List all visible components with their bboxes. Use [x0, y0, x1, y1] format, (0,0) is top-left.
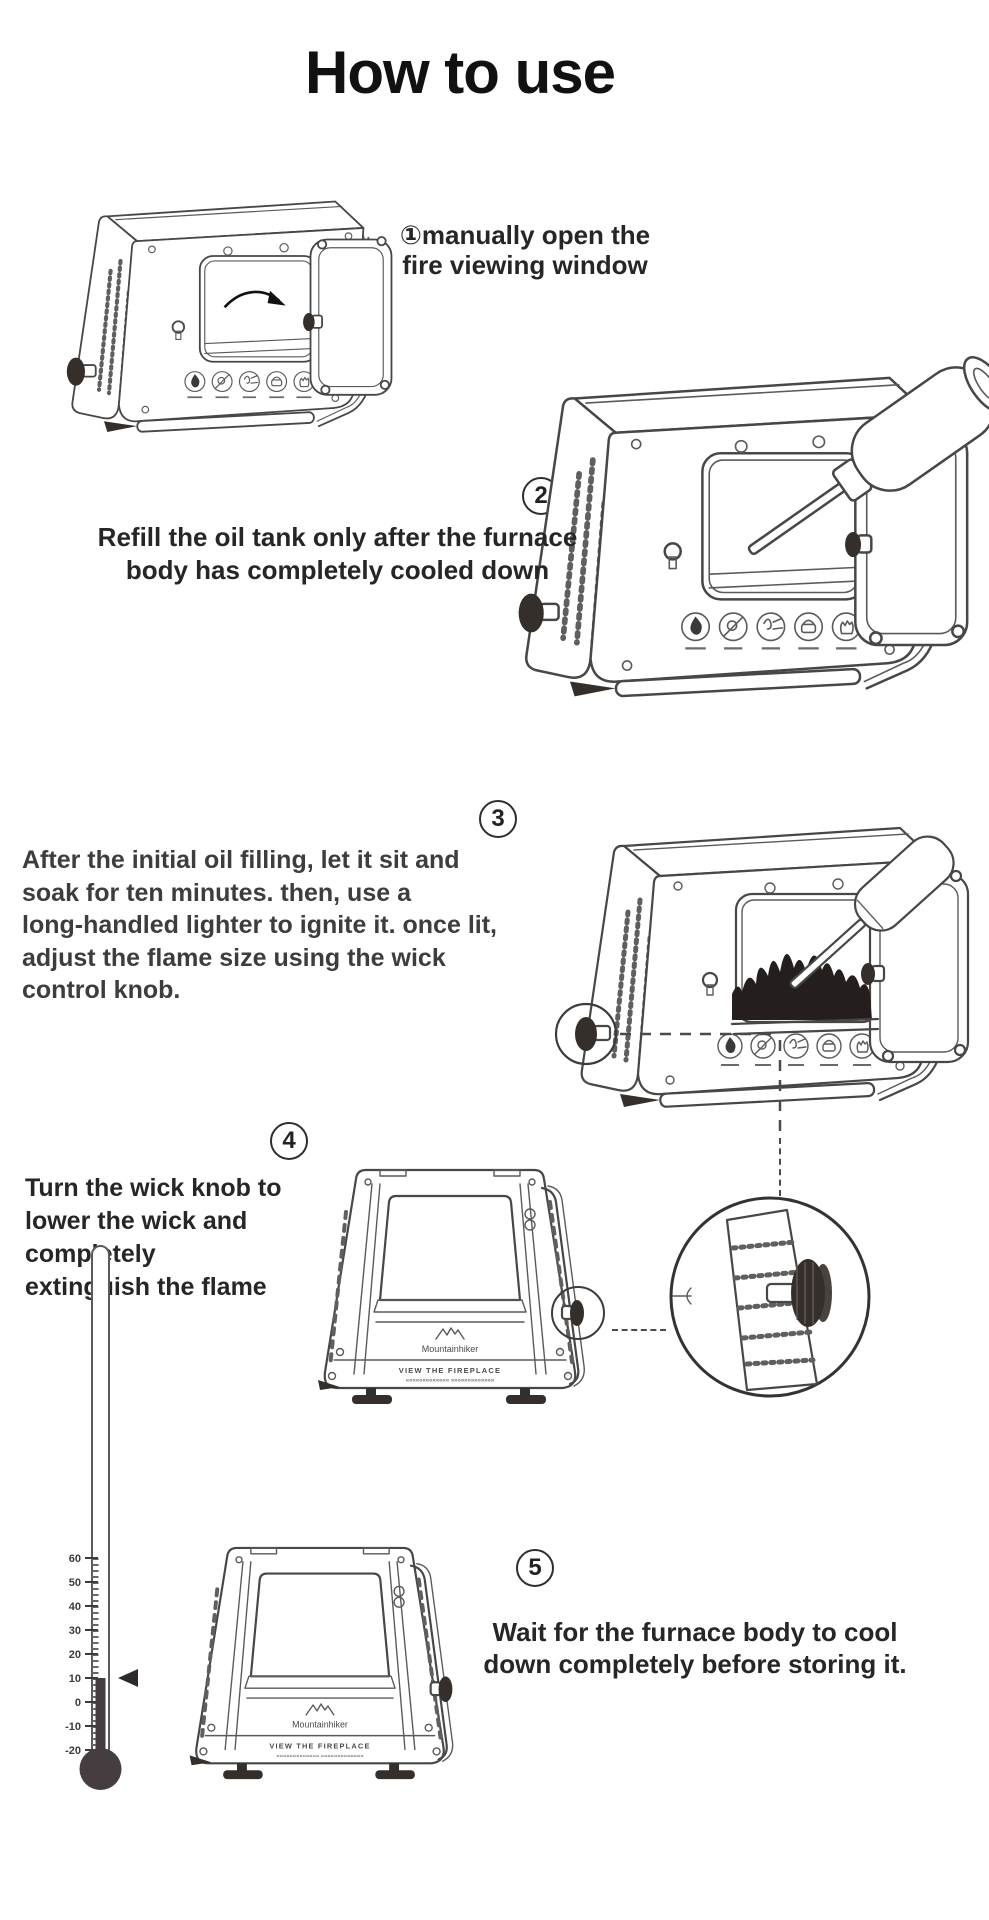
thermometer-bulb	[79, 1748, 122, 1790]
tick-label: 30	[69, 1625, 81, 1637]
tick-label: 0	[75, 1697, 81, 1709]
step3-illustration-ignite	[554, 788, 988, 1138]
tick-labels: 60 50 40 30 20 10 0 -10 -20	[65, 1553, 81, 1757]
instruction-line: After the initial oil filling, let it si…	[22, 846, 460, 874]
knob-highlight-circle	[551, 1286, 605, 1340]
temperature-indicator-arrow	[118, 1669, 138, 1687]
thermometer-illustration: 60 50 40 30 20 10 0 -10 -20	[65, 1245, 138, 1790]
step4-instruction: Turn the wick knob to lower the wick and…	[25, 1172, 325, 1304]
step2-instruction: Refill the oil tank only after the furna…	[90, 521, 585, 587]
instruction-line: Refill the oil tank only after the furna…	[97, 522, 578, 552]
instruction-line: fire viewing window	[402, 250, 648, 280]
step4-number: 4	[270, 1122, 308, 1160]
instruction-line: Turn the wick knob to	[25, 1174, 282, 1202]
long-handled-lighter	[789, 835, 955, 989]
knob-highlight-circle	[554, 1002, 618, 1066]
instruction-line: body has completely cooled down	[125, 555, 550, 585]
instruction-line: extinguish the flame	[25, 1273, 267, 1301]
instruction-line: soak for ten minutes. then, use a	[22, 878, 411, 907]
tick-label: 50	[69, 1577, 81, 1589]
perforated-side-panel	[725, 1208, 819, 1392]
wick-knob-magnified-detail	[669, 1196, 871, 1398]
step5-number: 5	[516, 1549, 554, 1587]
instruction-line: ①manually open the	[399, 220, 651, 250]
step1-illustration-open-window	[28, 168, 408, 458]
instruction-line: control knob.	[22, 976, 181, 1004]
step1-instruction: ①manually open the fire viewing window	[350, 220, 700, 280]
lighter-handle	[853, 835, 955, 932]
mercury-column	[95, 1678, 106, 1754]
callout-dash-horizontal-connector	[612, 1329, 666, 1331]
callout-dash-vertical-connector	[779, 1138, 781, 1196]
arrowhead	[267, 290, 286, 306]
instruction-line: Wait for the furnace body to cool	[492, 1617, 898, 1647]
step5-illustration-cooldown	[187, 1545, 455, 1782]
instruction-line: down completely before storing it.	[483, 1649, 907, 1679]
step4-illustration-extinguish	[316, 1168, 605, 1406]
tick-label: -10	[65, 1721, 81, 1733]
step2-illustration-refill-oil	[465, 356, 989, 732]
flames	[732, 953, 872, 1020]
bottle-mouth	[962, 356, 989, 414]
instruction-line: long-handled lighter to ignite it. once …	[22, 911, 497, 939]
knurled-wick-knob	[791, 1259, 825, 1327]
step3-instruction: After the initial oil filling, let it si…	[22, 844, 502, 1007]
tick-label: -20	[65, 1745, 81, 1757]
oil-bottle	[747, 356, 989, 556]
tick-label: 60	[69, 1553, 81, 1565]
tick-label: 40	[69, 1601, 81, 1613]
page-title: How to use	[304, 39, 616, 106]
tick-label: 10	[69, 1673, 81, 1685]
step3-number: 3	[479, 800, 517, 838]
instruction-line: adjust the flame size using the wick	[22, 943, 446, 972]
tick-label: 20	[69, 1649, 81, 1661]
instruction-line: lower the wick and	[25, 1207, 248, 1235]
instruction-line: completely	[25, 1240, 156, 1268]
step5-instruction: Wait for the furnace body to cool down c…	[455, 1616, 935, 1680]
